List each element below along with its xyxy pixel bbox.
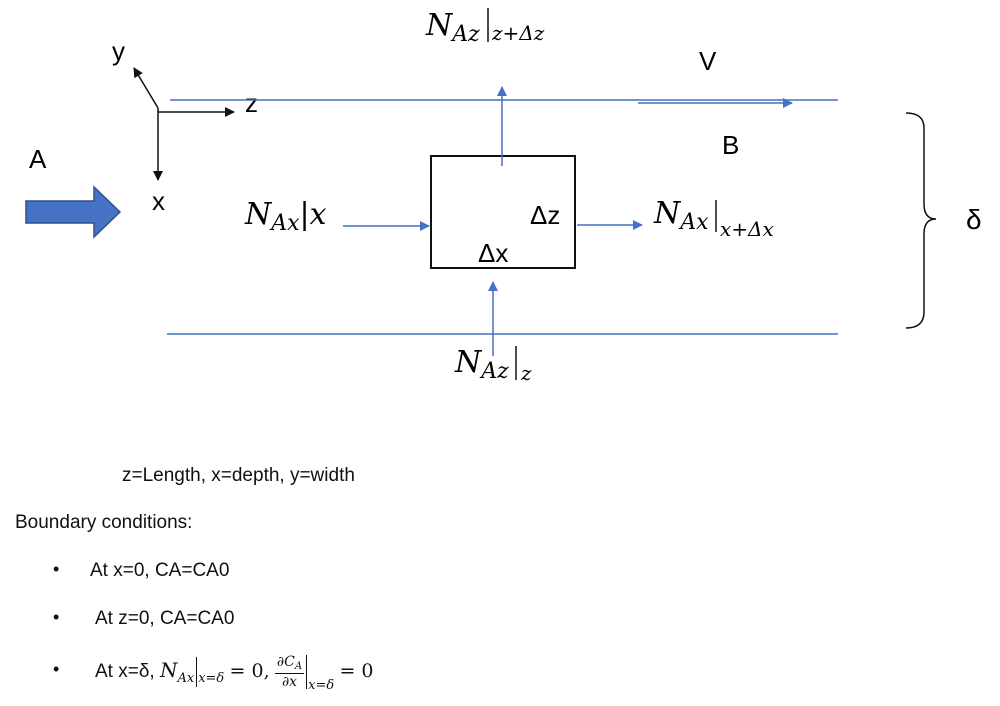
svg-text:NAx|x: NAx|x (244, 197, 327, 236)
svg-text:NAx: NAx (653, 196, 709, 235)
control-volume-box (430, 155, 576, 269)
thickness-label: δ (966, 204, 982, 235)
svg-text:NAz: NAz (425, 8, 480, 47)
boundary-conditions-heading: Boundary conditions: (15, 512, 193, 533)
bullet-icon: • (53, 659, 60, 679)
bullet-icon: • (53, 559, 60, 579)
flow-region-label: B (722, 130, 739, 160)
flux-left-label: NAx|x (244, 197, 327, 236)
bullet-icon: • (53, 607, 60, 627)
variable-definitions: z=Length, x=depth, y=width (122, 465, 355, 486)
delta-x-label: Δx (478, 238, 508, 268)
bc2-text: At z=0, CA=CA0 (95, 608, 235, 629)
y-axis-line (133, 67, 159, 109)
z-axis-label: z (245, 88, 258, 118)
x-axis-label: x (152, 186, 165, 216)
svg-text:z+Δz: z+Δz (491, 21, 545, 45)
velocity-label: V (699, 46, 717, 76)
flux-top-label: NAz z+Δz (425, 8, 545, 47)
transport-diagram: y z x A V B δ Δz Δx NAz z+Δz NAz z NAx|x… (25, 8, 982, 385)
y-axis-label: y (112, 36, 125, 66)
thickness-brace (905, 112, 937, 329)
svg-text:z: z (520, 361, 532, 385)
bc1-text: At x=0, CA=CA0 (90, 560, 230, 581)
coordinate-axes: y z x (112, 36, 258, 216)
inlet-arrow-icon (25, 185, 122, 239)
flux-bottom-label: NAz z (454, 345, 532, 385)
delta-z-label: Δz (530, 200, 560, 230)
flux-right-label: NAx x+Δx (653, 196, 774, 241)
inlet-label: A (29, 144, 47, 174)
svg-text:x+Δx: x+Δx (720, 217, 774, 241)
svg-text:NAz: NAz (454, 345, 509, 384)
